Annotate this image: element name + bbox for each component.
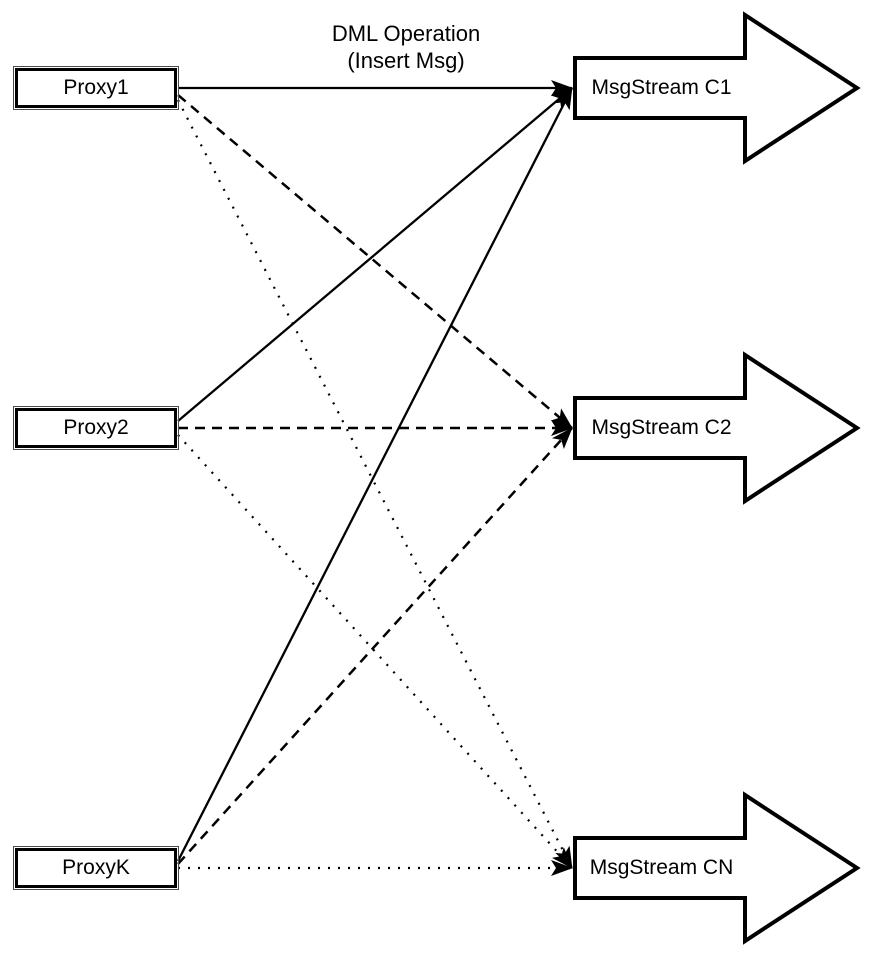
- proxy2-label: Proxy2: [63, 416, 129, 439]
- msgstream-c1-arrow-shape: [573, 11, 861, 165]
- msgstream-c2-label: MsgStream C2: [591, 416, 732, 439]
- proxy1-label: Proxy1: [63, 76, 129, 99]
- proxyK-node: ProxyK: [13, 846, 179, 890]
- edge-group: [176, 80, 574, 876]
- edge-proxy2-c1: [177, 87, 573, 422]
- edge-proxyK-c2: [177, 427, 573, 865]
- edge-proxyK-c1: [176, 87, 574, 862]
- edge-proxy1-c2: [177, 94, 573, 429]
- edge-proxy1-cn: [177, 99, 573, 869]
- msgstream-c2-arrow-shape: [573, 351, 861, 505]
- edge-proxy2-cn: [177, 434, 573, 869]
- proxyK-label: ProxyK: [62, 856, 130, 879]
- stream-shape-group: [573, 11, 861, 945]
- msgstream-c1-label: MsgStream C1: [591, 76, 732, 99]
- msgstream-cn-label: MsgStream CN: [589, 856, 734, 879]
- msgstream-cn-arrow-shape: [573, 791, 861, 945]
- dml-operation-caption-line2: (Insert Msg): [347, 48, 465, 73]
- dml-operation-caption: DML Operation (Insert Msg): [306, 20, 506, 74]
- proxy1-node: Proxy1: [13, 66, 179, 110]
- dml-operation-caption-line1: DML Operation: [331, 21, 481, 46]
- proxy2-node: Proxy2: [13, 406, 179, 450]
